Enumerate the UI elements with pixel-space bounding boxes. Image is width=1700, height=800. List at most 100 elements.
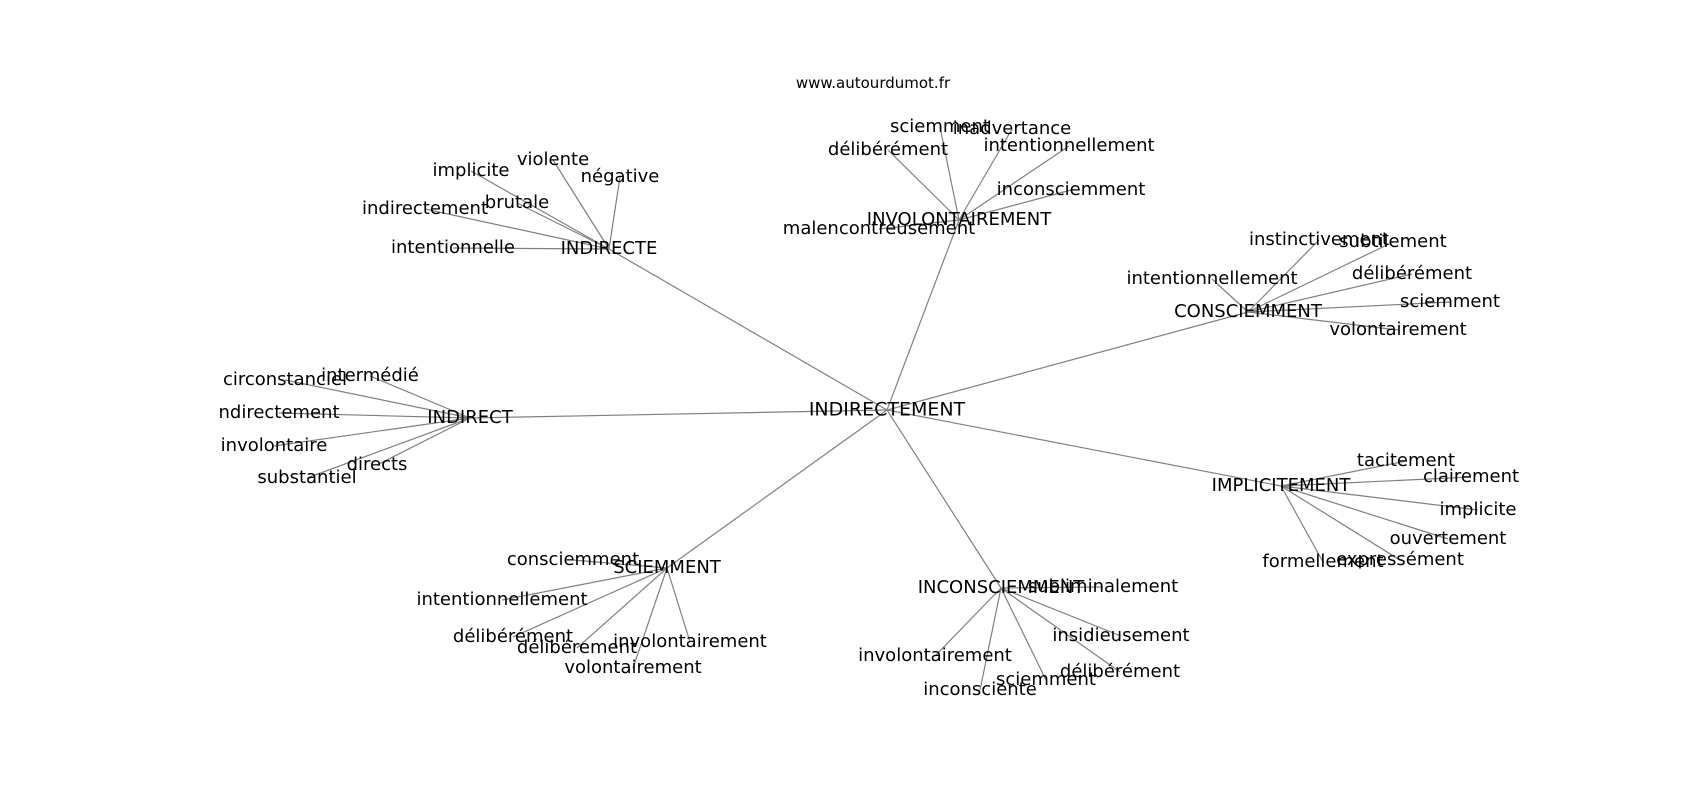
edge-sciemment-leaf-1 [501,567,668,601]
hub-label-indirecte[interactable]: INDIRECTE [561,238,658,259]
leaf-label-involontairement-2[interactable]: délibérément [828,139,948,160]
leaf-label-consciemment-1[interactable]: subtilement [1339,231,1446,252]
hub-label-implicitement[interactable]: IMPLICITEMENT [1212,475,1352,496]
hub-label-indirect[interactable]: INDIRECT [427,407,513,428]
edge-indirecte-leaf-4 [424,208,610,250]
edge-indirecte-leaf-2 [608,176,621,250]
edge-consciemment-leaf-2 [1247,273,1413,313]
leaf-label-implicitement-1[interactable]: clairement [1423,466,1519,487]
leaf-label-involontairement-1[interactable]: inadvertance [953,118,1071,139]
edge-center-indirecte [608,248,888,411]
center-label[interactable]: INDIRECTEMENT [809,399,966,421]
leaf-label-involontairement-0[interactable]: sciemment [890,116,990,137]
leaf-label-consciemment-2[interactable]: délibérément [1352,263,1472,284]
leaf-label-indirect-4[interactable]: directs [347,454,408,475]
leaf-label-implicitement-5[interactable]: expressément [1336,549,1464,570]
leaf-label-inconsciemment-4[interactable]: sciemment [996,669,1096,690]
leaf-label-sciemment-0[interactable]: consciemment [507,549,639,570]
edge-indirecte-leaf-3 [516,202,610,250]
edge-implicitement-leaf-0 [1280,460,1407,487]
leaf-label-involontairement-5[interactable]: malencontreusement [783,218,975,239]
leaf-label-consciemment-5[interactable]: intentionnellement [1126,268,1297,289]
edge-indirect-leaf-3 [273,417,471,447]
leaf-label-sciemment-4[interactable]: involontairement [613,631,767,652]
hub-label-involontairement[interactable]: INVOLONTAIREMENT [867,209,1052,230]
edge-involontairement-leaf-3 [958,145,1070,221]
leaf-label-indirect-0[interactable]: intermédié [321,365,419,386]
edge-implicitement-leaf-5 [1280,485,1401,561]
leaf-label-sciemment-2[interactable]: délibérément [453,626,573,647]
edge-consciemment-leaf-5 [1211,278,1249,313]
edge-inconsciemment-leaf-2 [934,587,1002,657]
edge-implicitement-leaf-4 [1280,485,1324,563]
edge-center-implicitement [886,409,1282,487]
leaf-label-inconsciemment-3[interactable]: délibérément [1060,661,1180,682]
leaf-label-implicitement-3[interactable]: ouvertement [1390,528,1507,549]
edge-sciemment-leaf-2 [512,567,668,638]
leaf-label-implicitement-0[interactable]: tacitement [1357,450,1455,471]
leaf-label-sciemment-5[interactable]: volontairement [564,657,701,678]
leaf-label-indirecte-0[interactable]: violente [517,149,589,170]
edge-implicitement-leaf-3 [1280,485,1449,540]
leaf-label-indirecte-5[interactable]: intentionnelle [391,237,515,258]
edge-inconsciemment-leaf-3 [1000,587,1121,673]
edge-center-involontairement [886,219,960,411]
edge-sciemment-leaf-4 [666,567,691,643]
leaf-label-indirecte-3[interactable]: brutale [485,192,549,213]
edge-indirect-leaf-5 [306,417,471,479]
edge-involontairement-leaf-5 [878,219,960,230]
edge-implicitement-leaf-2 [1280,485,1479,511]
labels-layer: www.autourdumot.fr violente implicite néga… [218,74,1519,700]
edge-involontairement-leaf-0 [939,126,960,221]
leaf-label-inconsciemment-5[interactable]: inconsciente [923,679,1037,700]
leaf-label-implicitement-4[interactable]: formellement [1262,551,1383,572]
edge-sciemment-leaf-5 [632,567,668,669]
hub-label-inconsciemment[interactable]: INCONSCIEMMENT [918,577,1086,598]
leaf-label-implicitement-2[interactable]: implicite [1440,499,1517,520]
edge-inconsciemment-leaf-1 [1000,587,1122,637]
edge-inconsciemment-leaf-0 [1000,586,1104,589]
edge-consciemment-leaf-0 [1247,239,1320,313]
edge-sciemment-leaf-3 [576,567,668,649]
edge-center-sciemment [666,409,888,569]
edges-layer [273,126,1479,691]
edge-indirect-leaf-2 [278,412,471,419]
edge-indirecte-leaf-1 [470,170,610,250]
hub-label-sciemment[interactable]: SCIEMMENT [613,557,722,578]
leaf-label-involontairement-3[interactable]: intentionnellement [983,135,1154,156]
edge-inconsciemment-leaf-5 [979,587,1002,691]
edge-consciemment-leaf-1 [1247,241,1394,313]
leaf-label-consciemment-4[interactable]: volontairement [1329,319,1466,340]
leaf-label-indirecte-2[interactable]: négative [581,166,660,187]
edge-center-indirect [469,409,888,419]
edge-center-inconsciemment [886,409,1002,589]
leaf-label-indirect-2[interactable]: ndirectement [218,402,339,423]
leaf-label-inconsciemment-0[interactable]: subliminalement [1028,576,1178,597]
leaf-label-indirecte-4[interactable]: indirectement [362,198,488,219]
leaf-label-indirect-1[interactable]: circonstanciel [223,369,347,390]
edge-consciemment-leaf-4 [1247,311,1399,331]
leaf-label-indirect-5[interactable]: substantiel [257,467,356,488]
watermark-text: www.autourdumot.fr [796,74,951,92]
leaf-label-inconsciemment-1[interactable]: insidieusement [1052,625,1189,646]
leaf-label-sciemment-3[interactable]: délibérement [517,637,637,658]
edge-implicitement-leaf-1 [1280,476,1472,487]
edge-sciemment-leaf-0 [572,559,668,569]
edge-involontairement-leaf-2 [887,149,960,221]
leaf-label-involontairement-4[interactable]: inconsciemment [997,179,1146,200]
leaf-label-sciemment-1[interactable]: intentionnellement [416,589,587,610]
hub-label-consciemment[interactable]: CONSCIEMMENT [1174,301,1323,322]
edge-indirecte-leaf-0 [552,159,610,250]
edge-indirect-leaf-0 [369,375,471,419]
leaf-label-inconsciemment-2[interactable]: involontairement [858,645,1012,666]
edge-indirect-leaf-1 [284,379,471,419]
leaf-label-indirect-3[interactable]: involontaire [221,435,328,456]
edge-center-consciemment [886,311,1249,411]
edge-indirecte-leaf-5 [452,247,610,250]
edge-involontairement-leaf-4 [958,189,1072,221]
edge-inconsciemment-leaf-4 [1000,587,1047,681]
leaf-label-indirecte-1[interactable]: implicite [433,160,510,181]
leaf-label-consciemment-0[interactable]: instinctivement [1249,229,1389,250]
leaf-label-consciemment-3[interactable]: sciemment [1400,291,1500,312]
